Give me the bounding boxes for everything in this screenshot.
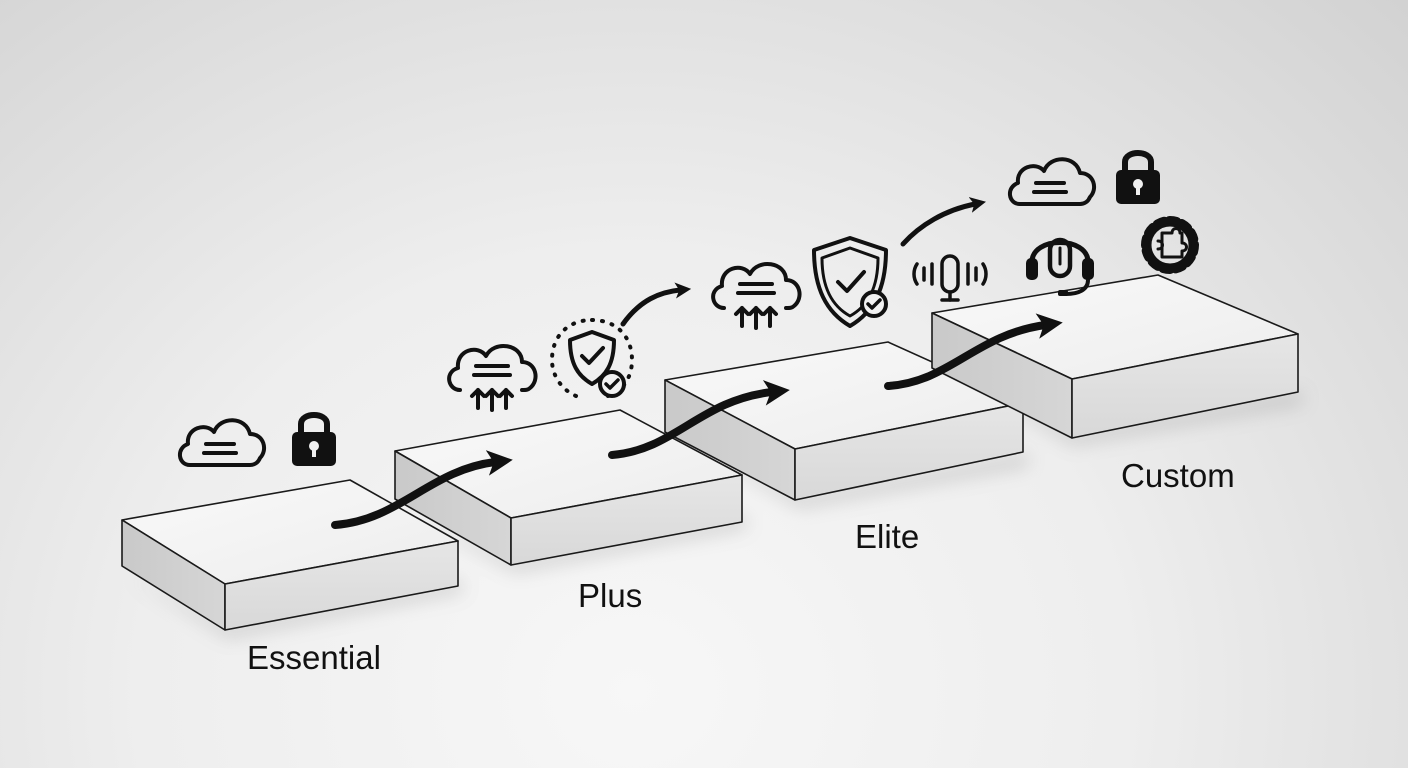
block-front-custom [1071,333,1299,439]
arrow-plus-to-elite [608,380,790,459]
headset-icon [1026,237,1094,296]
block-front-elite [794,402,1024,501]
tier-block-essential [121,479,459,631]
gear-puzzle-icon [1141,216,1199,274]
arrow-elite-to-custom [884,313,1063,390]
voice-support-icon [912,254,988,302]
tier-label-plus: Plus [578,577,643,614]
cloud-icon [1008,157,1097,206]
cloud-sync-icon [447,343,538,412]
shield-check-icon [550,318,634,398]
arrow-essential-to-plus [331,450,513,529]
cloud-icon [178,418,267,467]
tier-label-custom: Custom [1121,457,1235,494]
tier-block-plus [394,409,743,566]
tier-label-essential: Essential [247,639,381,676]
progression-arrows [331,197,1063,529]
lock-icon [1116,150,1160,204]
block-front-plus [510,474,743,566]
lock-icon [292,412,336,466]
arrow-to-plus-icons [620,282,692,327]
block-front-essential [224,540,459,631]
tier-label-elite: Elite [855,518,920,555]
cloud-sync-icon [711,261,802,330]
arrow-to-custom-icons [900,197,986,247]
shield-check-icon [812,236,888,328]
tier-block-custom [931,274,1299,439]
